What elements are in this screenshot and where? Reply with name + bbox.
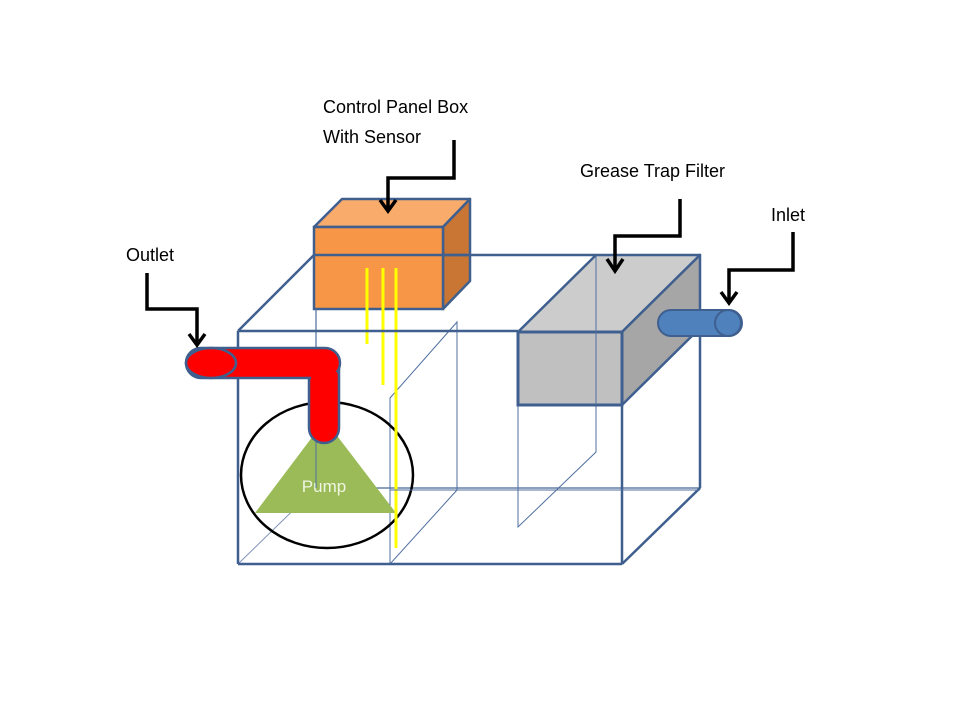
arrow-outlet bbox=[145, 273, 199, 344]
label-grease-trap-filter: Grease Trap Filter bbox=[580, 161, 725, 181]
tank-front bbox=[236, 253, 702, 566]
label-outlet: Outlet bbox=[126, 245, 174, 265]
tank-top-left-edge bbox=[237, 254, 315, 332]
arrow-grease-filter bbox=[613, 199, 682, 270]
arrow-control-panel-head bbox=[378, 198, 398, 214]
label-control-panel-line1: Control Panel Box bbox=[323, 97, 468, 117]
arrow-outlet-head bbox=[187, 332, 207, 348]
callout-arrows bbox=[145, 140, 795, 348]
outlet-pipe-joint-cover bbox=[311, 372, 337, 386]
pump-label: Pump bbox=[302, 477, 346, 496]
label-control-panel-line2: With Sensor bbox=[323, 127, 421, 147]
pump-body bbox=[255, 420, 396, 513]
outlet-pipe bbox=[184, 346, 342, 445]
inlet-pipe-opening bbox=[714, 309, 742, 337]
arrow-control-panel bbox=[386, 140, 456, 210]
filter-front bbox=[516, 330, 624, 407]
arrow-inlet-head bbox=[719, 290, 739, 306]
control-box-front bbox=[312, 225, 445, 311]
tank-bottom-right-edge bbox=[621, 487, 701, 565]
arrow-inlet bbox=[727, 232, 795, 302]
divider-panel-left bbox=[389, 320, 458, 566]
arrow-grease-filter-head bbox=[605, 258, 625, 275]
inlet-pipe bbox=[657, 309, 743, 337]
label-inlet: Inlet bbox=[771, 205, 805, 225]
outlet-pipe-opening bbox=[184, 346, 238, 380]
